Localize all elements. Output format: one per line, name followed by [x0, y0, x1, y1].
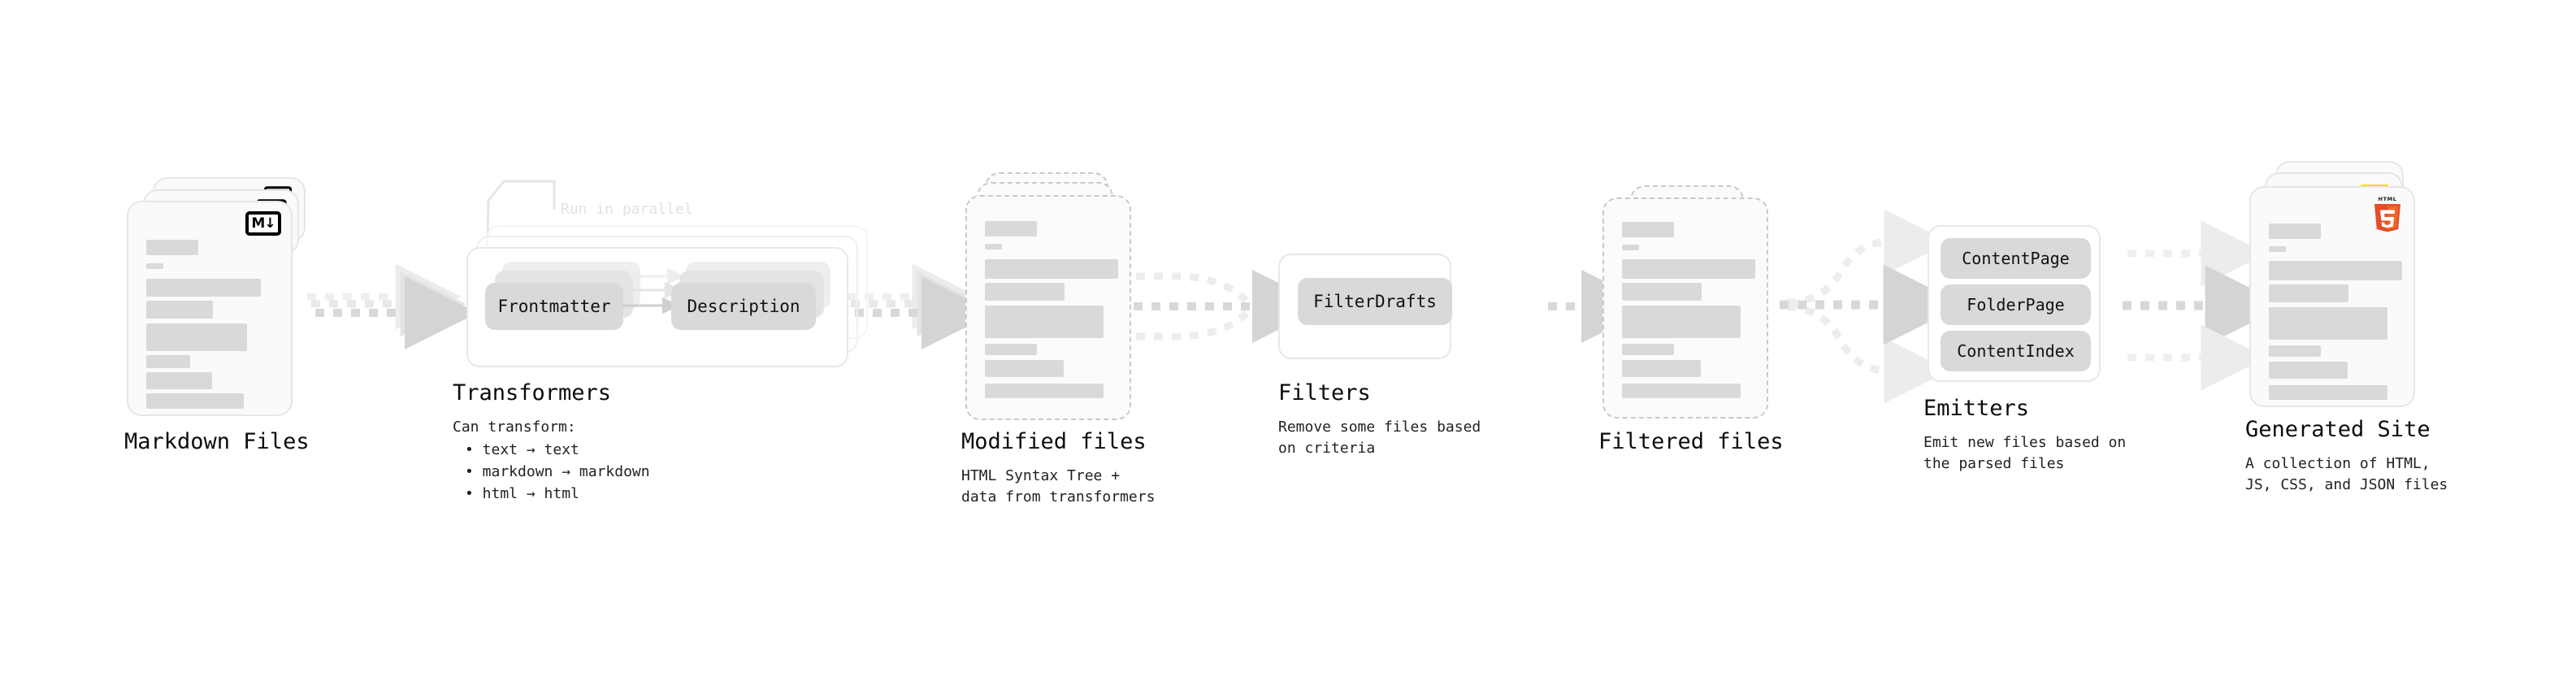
skeleton-line [985, 221, 1037, 236]
skeleton-line [1622, 306, 1741, 338]
transformer-chip-label: Frontmatter [497, 297, 611, 316]
skeleton-line [146, 279, 261, 297]
skeleton-line [146, 301, 213, 319]
generated-file-card-front: HTML [2249, 186, 2415, 407]
skeleton-line [1622, 259, 1755, 279]
skeleton-line [2269, 385, 2387, 400]
skeleton-line [985, 244, 1002, 249]
connector-modified-to-filters [1134, 270, 1325, 343]
skeleton-line [146, 240, 198, 255]
transformer-group-box: Frontmatter [466, 247, 848, 367]
stage-title-markdown-files: Markdown Files [124, 429, 310, 454]
stage-title-generated-site: Generated Site [2245, 417, 2431, 442]
svg-text:HTML: HTML [2379, 196, 2397, 202]
modified-file-card-front [965, 195, 1131, 420]
skeleton-line [1622, 360, 1701, 377]
stage-title-emitters: Emitters [1923, 396, 2030, 421]
transformers-bullet-1: • markdown → markdown [465, 463, 650, 480]
emitter-chip-label: ContentPage [1962, 249, 2070, 268]
stage-title-modified-files: Modified files [961, 429, 1147, 454]
skeleton-line [985, 259, 1118, 279]
skeleton-line [985, 384, 1104, 398]
skeleton-line [146, 393, 244, 409]
skeleton-line [2269, 284, 2348, 302]
filters-subtitle: Remove some files based on criteria [1278, 419, 1481, 458]
run-in-parallel-annotation: Run in parallel [561, 201, 693, 218]
skeleton-line [1622, 344, 1674, 355]
transformer-chip-description[interactable]: Description [671, 283, 816, 330]
transformer-inner-arrows [622, 267, 684, 314]
modified-files-subtitle: HTML Syntax Tree + data from transformer… [961, 467, 1156, 506]
filtered-file-card-front [1602, 197, 1768, 419]
filters-group-box: FilterDrafts [1278, 254, 1452, 359]
skeleton-line [1622, 222, 1674, 237]
transformers-bullet-2: • html → html [465, 485, 579, 502]
skeleton-line [1622, 245, 1639, 250]
emitter-chip-label: FolderPage [1967, 295, 2065, 314]
skeleton-line [2269, 307, 2387, 340]
emitters-group-box: ContentPage FolderPage ContentIndex [1928, 225, 2101, 382]
stage-title-filtered-files: Filtered files [1598, 429, 1784, 454]
emitters-subtitle: Emit new files based on the parsed files [1923, 434, 2127, 473]
stage-title-transformers: Transformers [453, 380, 612, 406]
skeleton-line [146, 323, 247, 351]
transformer-chip-frontmatter[interactable]: Frontmatter [485, 283, 623, 330]
skeleton-line [2269, 246, 2286, 252]
skeleton-line [2269, 223, 2321, 239]
filter-chip-filterdrafts[interactable]: FilterDrafts [1298, 278, 1452, 325]
skeleton-line [1622, 283, 1702, 301]
emitter-chip-folderpage[interactable]: FolderPage [1941, 284, 2091, 325]
emitter-chip-contentindex[interactable]: ContentIndex [1941, 331, 2091, 371]
filter-chip-label: FilterDrafts [1313, 292, 1437, 311]
skeleton-line [985, 283, 1065, 301]
markdown-file-card-front: M↓ [127, 201, 293, 416]
skeleton-line [2269, 345, 2321, 357]
skeleton-line [985, 306, 1104, 338]
connector-markdown-to-transformers [307, 263, 478, 349]
skeleton-line [1622, 384, 1741, 398]
emitter-chip-label: ContentIndex [1957, 341, 2075, 361]
connector-filtered-to-emitters [1780, 209, 1964, 404]
generated-site-subtitle: A collection of HTML, JS, CSS, and JSON … [2245, 455, 2448, 494]
skeleton-line [2269, 261, 2402, 280]
emitter-chip-contentpage[interactable]: ContentPage [1941, 238, 2091, 279]
transformers-bullet-0: • text → text [465, 441, 579, 458]
skeleton-line [146, 355, 190, 368]
transformer-chip-label: Description [687, 297, 800, 316]
markdown-icon: M↓ [245, 211, 281, 236]
skeleton-line [985, 344, 1037, 355]
skeleton-line [2269, 362, 2348, 379]
skeleton-line [146, 372, 212, 389]
skeleton-line [985, 360, 1064, 377]
connector-emitters-to-site [2123, 220, 2286, 391]
html5-icon: HTML [2374, 196, 2400, 232]
stage-title-filters: Filters [1278, 380, 1371, 406]
skeleton-line [146, 263, 163, 269]
transformers-subtitle: Can transform: [453, 419, 576, 436]
